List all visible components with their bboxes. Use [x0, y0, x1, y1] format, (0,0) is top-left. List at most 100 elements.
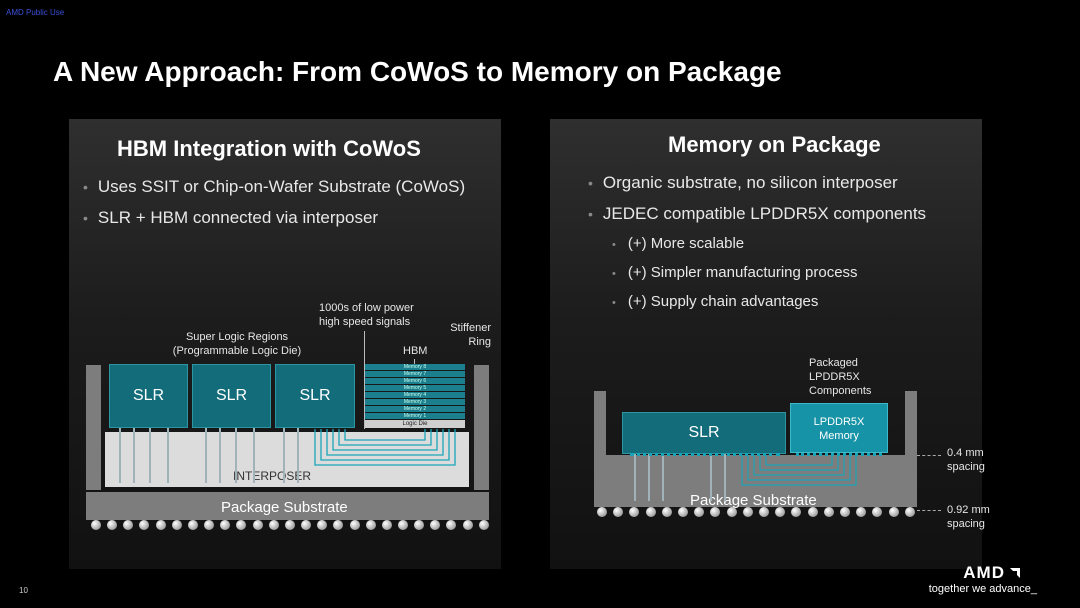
- solder-ball: [414, 520, 425, 530]
- solder-ball: [678, 507, 689, 517]
- page-number: 10: [19, 586, 28, 595]
- stiffener-ring-left: [86, 365, 101, 490]
- solder-ball: [139, 520, 150, 530]
- slr-pin: [283, 428, 285, 483]
- solder-ball: [107, 520, 118, 530]
- right-sub-bullet-3: •(+) Supply chain advantages: [612, 293, 819, 310]
- hbm-logic-die: Logic Die: [365, 420, 465, 428]
- solder-ball: [613, 507, 624, 517]
- slr-group-label: Super Logic Regions (Programmable Logic …: [172, 331, 302, 357]
- solder-ball: [904, 507, 915, 517]
- solder-ball: [123, 520, 134, 530]
- substrate-routing: [741, 455, 857, 486]
- slr-block: SLR: [622, 412, 786, 454]
- right-sub-bullet-1: •(+) More scalable: [612, 235, 745, 252]
- solder-ball: [349, 520, 360, 530]
- lpddr5x-memory: LPDDR5X Memory: [790, 403, 888, 453]
- solder-ball: [661, 507, 672, 517]
- amd-logo: AMD: [963, 563, 1022, 583]
- hbm-memory-layer: Memory 7: [365, 371, 465, 377]
- tagline: together we advance_: [928, 583, 1037, 595]
- solder-ball: [791, 507, 802, 517]
- solder-ball: [597, 507, 607, 517]
- solder-ball: [856, 507, 867, 517]
- left-bullet-2: •SLR + HBM connected via interposer: [83, 208, 379, 227]
- slide-title: A New Approach: From CoWoS to Memory on …: [53, 56, 782, 87]
- solder-ball: [155, 520, 166, 530]
- solder-ball: [430, 520, 441, 530]
- solder-ball: [872, 507, 883, 517]
- solder-ball: [236, 520, 247, 530]
- slr-pin: [297, 428, 299, 483]
- amd-logo-text: AMD: [963, 563, 1005, 582]
- hbm-label: HBM: [403, 345, 428, 357]
- solder-ball-row: [91, 520, 489, 532]
- solder-ball: [204, 520, 215, 530]
- package-substrate: [86, 492, 489, 520]
- right-sub-bullet-2: •(+) Simpler manufacturing process: [612, 264, 858, 281]
- spacing-marker-2: [917, 510, 941, 511]
- solder-ball: [220, 520, 231, 530]
- spacing-marker-1: [917, 455, 941, 456]
- solder-ball: [284, 520, 295, 530]
- solder-ball: [252, 520, 263, 530]
- right-panel: Memory on Package •Organic substrate, no…: [550, 119, 982, 569]
- solder-ball: [694, 507, 705, 517]
- hbm-pointer: [414, 359, 415, 368]
- solder-ball: [171, 520, 182, 530]
- solder-ball-row: [597, 507, 915, 519]
- right-bullet-2: •JEDEC compatible LPDDR5X components: [588, 204, 927, 223]
- solder-ball: [645, 507, 656, 517]
- solder-ball: [742, 507, 753, 517]
- solder-ball: [840, 507, 851, 517]
- packaged-components-label: Packaged LPDDR5X Components: [809, 357, 872, 397]
- lpddr5x-bumps: [796, 453, 882, 459]
- slr-block: SLR: [109, 364, 188, 428]
- solder-ball: [710, 507, 721, 517]
- left-bullet-1: •Uses SSIT or Chip-on-Wafer Substrate (C…: [83, 177, 466, 196]
- interposer-label: INTERPOSER: [233, 469, 312, 483]
- solder-ball: [726, 507, 737, 517]
- solder-ball: [807, 507, 818, 517]
- slr-block: SLR: [192, 364, 271, 428]
- solder-ball: [91, 520, 101, 530]
- solder-ball: [317, 520, 328, 530]
- solder-ball: [333, 520, 344, 530]
- solder-ball: [365, 520, 376, 530]
- right-bullet-1: •Organic substrate, no silicon interpose…: [588, 173, 898, 192]
- slr-pin: [167, 428, 169, 483]
- hbm-memory-layer: Memory 8: [365, 364, 465, 370]
- solder-ball: [759, 507, 770, 517]
- hbm-memory-layer: Memory 4: [365, 392, 465, 398]
- hbm-memory-layer: Memory 6: [365, 378, 465, 384]
- classification-tag: AMD Public Use: [6, 8, 65, 17]
- solder-ball: [888, 507, 899, 517]
- package-substrate-label: Package Substrate: [221, 499, 348, 516]
- solder-ball: [301, 520, 312, 530]
- interposer-routing: [314, 429, 456, 466]
- slr-pin: [133, 428, 135, 483]
- solder-ball: [775, 507, 786, 517]
- stiffener-label: Stiffener Ring: [450, 322, 491, 348]
- left-panel: HBM Integration with CoWoS •Uses SSIT or…: [69, 119, 501, 569]
- slr-pin: [235, 428, 237, 483]
- solder-ball: [629, 507, 640, 517]
- left-panel-title: HBM Integration with CoWoS: [117, 136, 421, 161]
- slr-pin: [119, 428, 121, 483]
- slr-pin: [205, 428, 207, 483]
- slr-pin: [710, 453, 712, 501]
- spacing-label-2: 0.92 mm spacing: [947, 504, 990, 530]
- right-panel-title: Memory on Package: [668, 132, 881, 157]
- package-substrate: [594, 455, 917, 507]
- slr-pin: [253, 428, 255, 483]
- package-substrate-label: Package Substrate: [690, 492, 817, 509]
- signals-label: 1000s of low power high speed signals: [319, 302, 414, 328]
- solder-ball: [381, 520, 392, 530]
- slr-block: SLR: [275, 364, 355, 428]
- slr-bumps: [630, 453, 780, 459]
- slr-pin: [634, 453, 636, 501]
- spacing-label-1: 0.4 mm spacing: [947, 447, 985, 473]
- slr-pin: [662, 453, 664, 501]
- slr-pin: [219, 428, 221, 483]
- solder-ball: [478, 520, 489, 530]
